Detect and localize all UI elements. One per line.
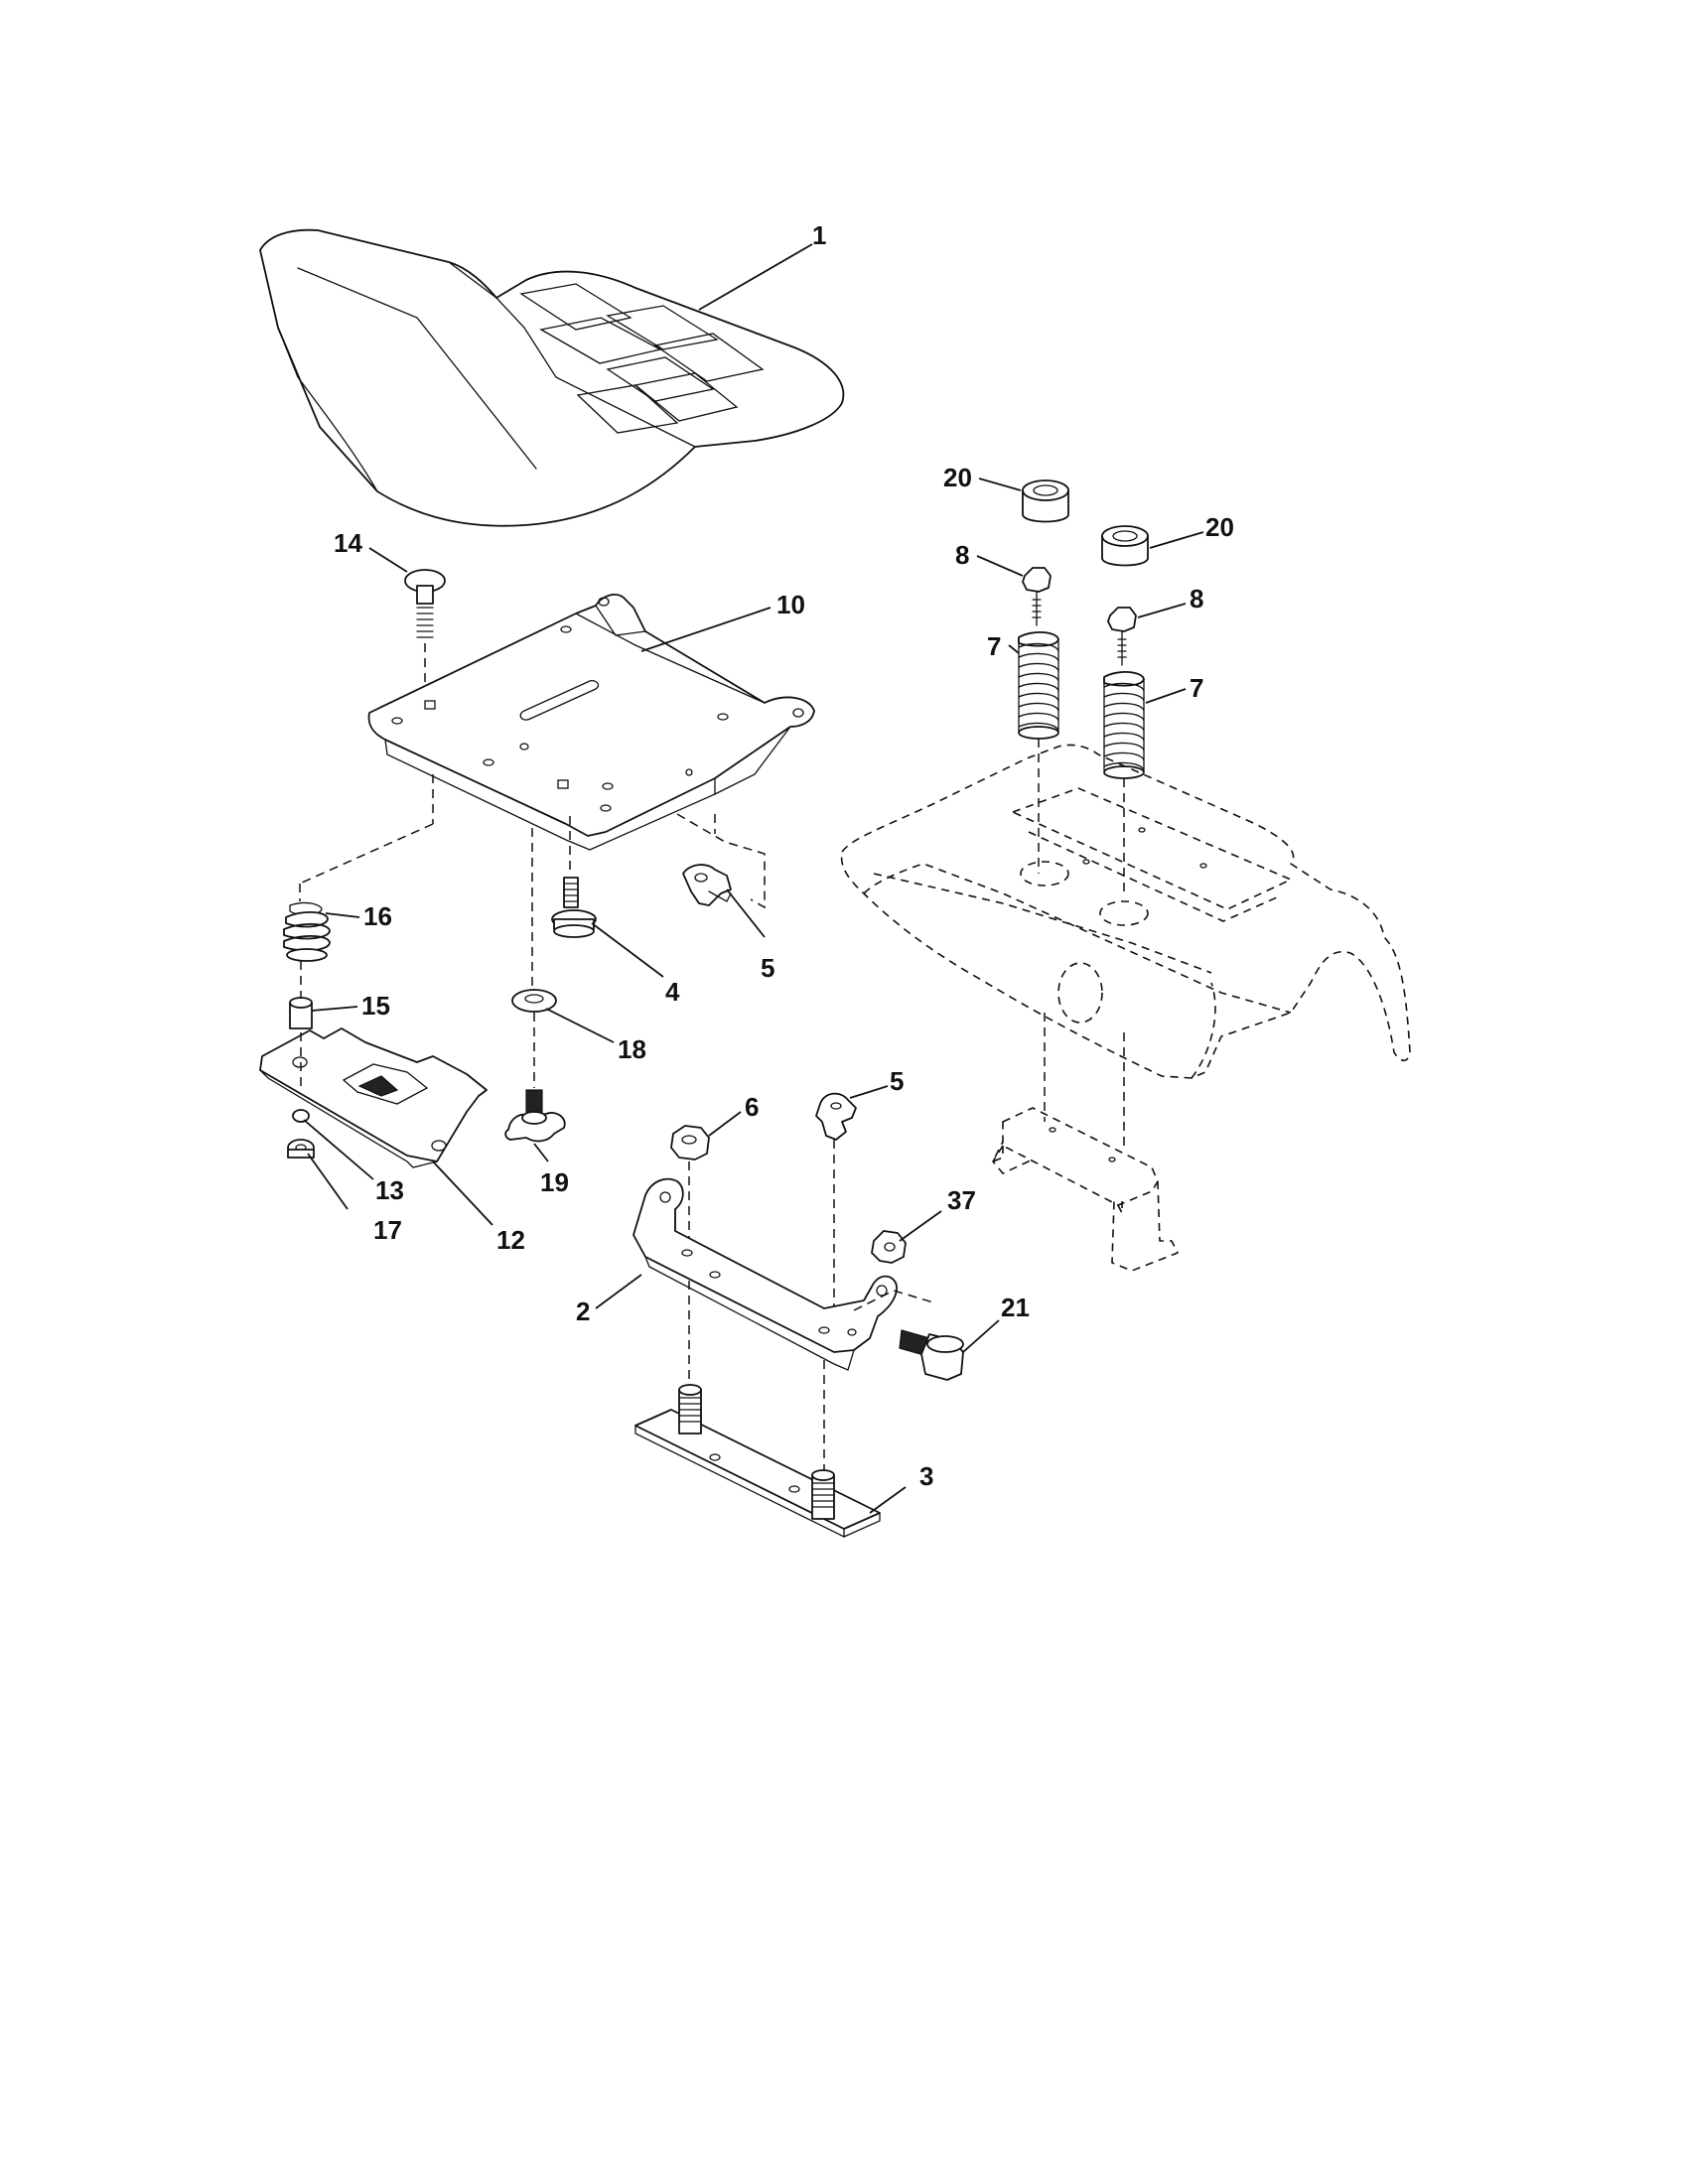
rubber-bumper-right — [1101, 525, 1149, 567]
hex-bolt — [551, 816, 597, 938]
callout-4: 4 — [665, 977, 680, 1007]
fender-phantom-outline — [840, 744, 1411, 1079]
callout-18: 18 — [618, 1034, 646, 1064]
seat-pan — [367, 593, 815, 851]
compression-spring-left — [1017, 631, 1059, 740]
callout-20-right: 20 — [1205, 512, 1234, 542]
callout-13: 13 — [375, 1175, 404, 1205]
rubber-bumper-left — [1022, 479, 1069, 523]
callout-21: 21 — [1001, 1293, 1030, 1322]
wing-knob — [504, 1013, 566, 1143]
callout-19: 19 — [540, 1167, 569, 1197]
callout-7-left: 7 — [987, 631, 1001, 661]
callout-16: 16 — [363, 901, 392, 931]
seat — [259, 228, 845, 527]
compression-spring-right — [1102, 671, 1145, 779]
callout-12: 12 — [496, 1225, 525, 1255]
shoulder-bolt — [899, 1329, 964, 1381]
callout-15: 15 — [361, 991, 390, 1021]
callout-10: 10 — [776, 590, 805, 619]
callout-2: 2 — [576, 1297, 590, 1326]
hex-nut — [871, 1230, 907, 1264]
retaining-clip-lower — [815, 1092, 857, 1141]
frame-bracket-phantom — [992, 1107, 1179, 1272]
hex-lock-nut — [670, 1125, 710, 1160]
callout-14: 14 — [334, 528, 362, 558]
callout-5-upper: 5 — [761, 953, 774, 983]
callout-37: 37 — [947, 1185, 976, 1215]
callout-6: 6 — [745, 1092, 759, 1122]
nut — [292, 1109, 310, 1123]
callout-5-lower: 5 — [890, 1066, 904, 1096]
screw-right — [1107, 607, 1137, 666]
lock-washer — [287, 1139, 315, 1159]
callout-3: 3 — [919, 1461, 933, 1491]
callout-20-left: 20 — [943, 463, 972, 492]
callout-labels: 1 14 10 20 20 8 8 7 7 16 15 4 5 18 19 13… — [334, 220, 1234, 1491]
leader-lines — [303, 243, 1204, 1514]
screw-left — [1022, 567, 1052, 626]
callout-1: 1 — [812, 220, 826, 250]
mounting-bracket — [259, 1027, 488, 1168]
callout-17: 17 — [373, 1215, 402, 1245]
spacer — [289, 997, 313, 1029]
callout-8-left: 8 — [955, 540, 969, 570]
callout-7-right: 7 — [1190, 673, 1203, 703]
seat-spring — [283, 901, 331, 962]
callout-8-right: 8 — [1190, 584, 1203, 614]
retaining-clip-upper — [682, 864, 732, 906]
flat-washer — [511, 828, 557, 1013]
seat-hinge-bracket — [632, 1177, 898, 1371]
carriage-bolt — [404, 569, 446, 713]
mounting-plate — [634, 1384, 881, 1539]
